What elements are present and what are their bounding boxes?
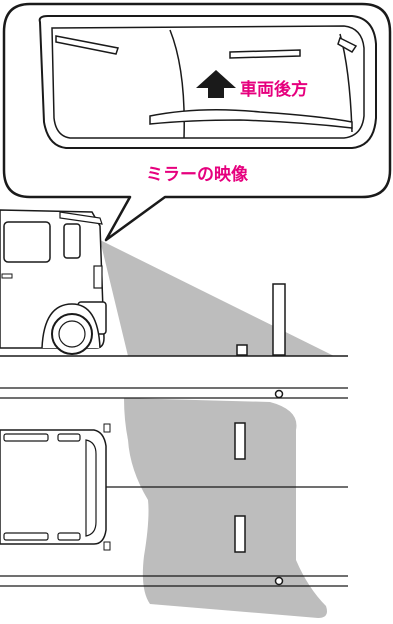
top-van-rear-window bbox=[85, 439, 97, 537]
mirror-view-label: ミラーの映像 bbox=[146, 164, 249, 185]
top-van-roof-rails bbox=[3, 433, 81, 541]
direction-label: 車両後方 bbox=[240, 79, 308, 100]
side-van-window-rear bbox=[63, 223, 81, 259]
top-pole-marker-upper bbox=[274, 389, 284, 399]
top-pole-marker-lower bbox=[274, 576, 284, 586]
side-small-box bbox=[236, 344, 248, 356]
top-van-body bbox=[0, 429, 107, 545]
mirror-reflection-ledge bbox=[149, 109, 353, 129]
side-van-door-handle bbox=[1, 273, 13, 279]
top-object-upper bbox=[234, 422, 246, 460]
top-van-mirror-right bbox=[103, 541, 111, 551]
side-van-spoiler bbox=[59, 211, 103, 225]
side-tall-pole bbox=[272, 283, 286, 356]
top-van-mirror-left bbox=[103, 423, 111, 433]
top-object-lower bbox=[234, 515, 246, 553]
side-van-window-front bbox=[3, 221, 51, 263]
side-van-tail-lamp bbox=[93, 265, 103, 289]
side-van-hub bbox=[58, 320, 86, 348]
mirror-reflection-strips bbox=[55, 35, 358, 59]
side-visible-area bbox=[100, 240, 334, 356]
top-visible-area bbox=[124, 398, 327, 618]
arrow-up-icon bbox=[196, 70, 236, 98]
